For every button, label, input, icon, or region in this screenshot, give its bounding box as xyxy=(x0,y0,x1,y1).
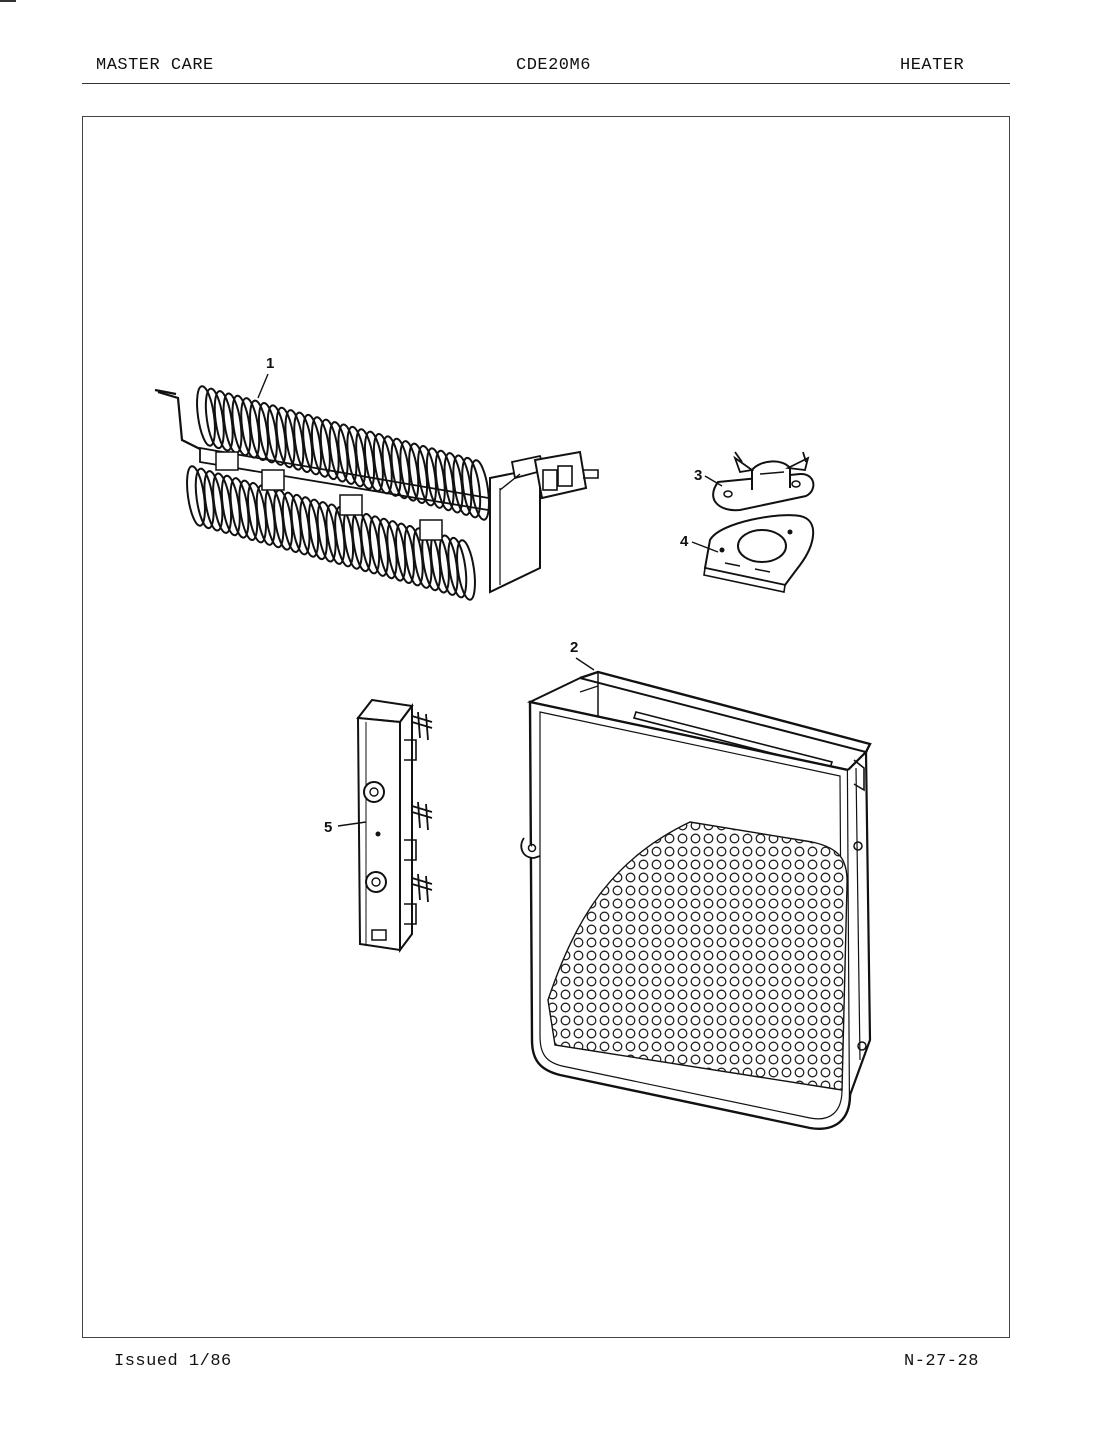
heater-element-coil-assembly xyxy=(154,385,599,601)
callout-3: 3 xyxy=(694,467,723,487)
callout-label-2: 2 xyxy=(570,639,578,656)
terminal-block xyxy=(356,698,433,953)
callout-label-4: 4 xyxy=(680,533,689,550)
callout-label-3: 3 xyxy=(694,467,702,484)
diagram-frame xyxy=(82,116,1010,1338)
callout-5: 5 xyxy=(324,819,367,836)
heater-box-housing xyxy=(520,670,872,1130)
callout-label-5: 5 xyxy=(324,819,332,836)
footer-issued-date: Issued 1/86 xyxy=(114,1352,232,1371)
thermostat-mounting-bracket xyxy=(703,514,815,593)
header-rule xyxy=(82,83,1010,84)
footer-page-code: N-27-28 xyxy=(904,1352,979,1371)
header-brand: MASTER CARE xyxy=(96,56,214,75)
header-section-title: HEATER xyxy=(900,56,965,75)
callout-1: 1 xyxy=(257,355,274,399)
header-model-number: CDE20M6 xyxy=(516,56,591,75)
callout-label-1: 1 xyxy=(266,355,274,372)
callout-4: 4 xyxy=(680,533,719,553)
corner-scan-mark xyxy=(0,0,16,2)
thermostat xyxy=(712,451,815,512)
callout-2: 2 xyxy=(570,639,595,671)
